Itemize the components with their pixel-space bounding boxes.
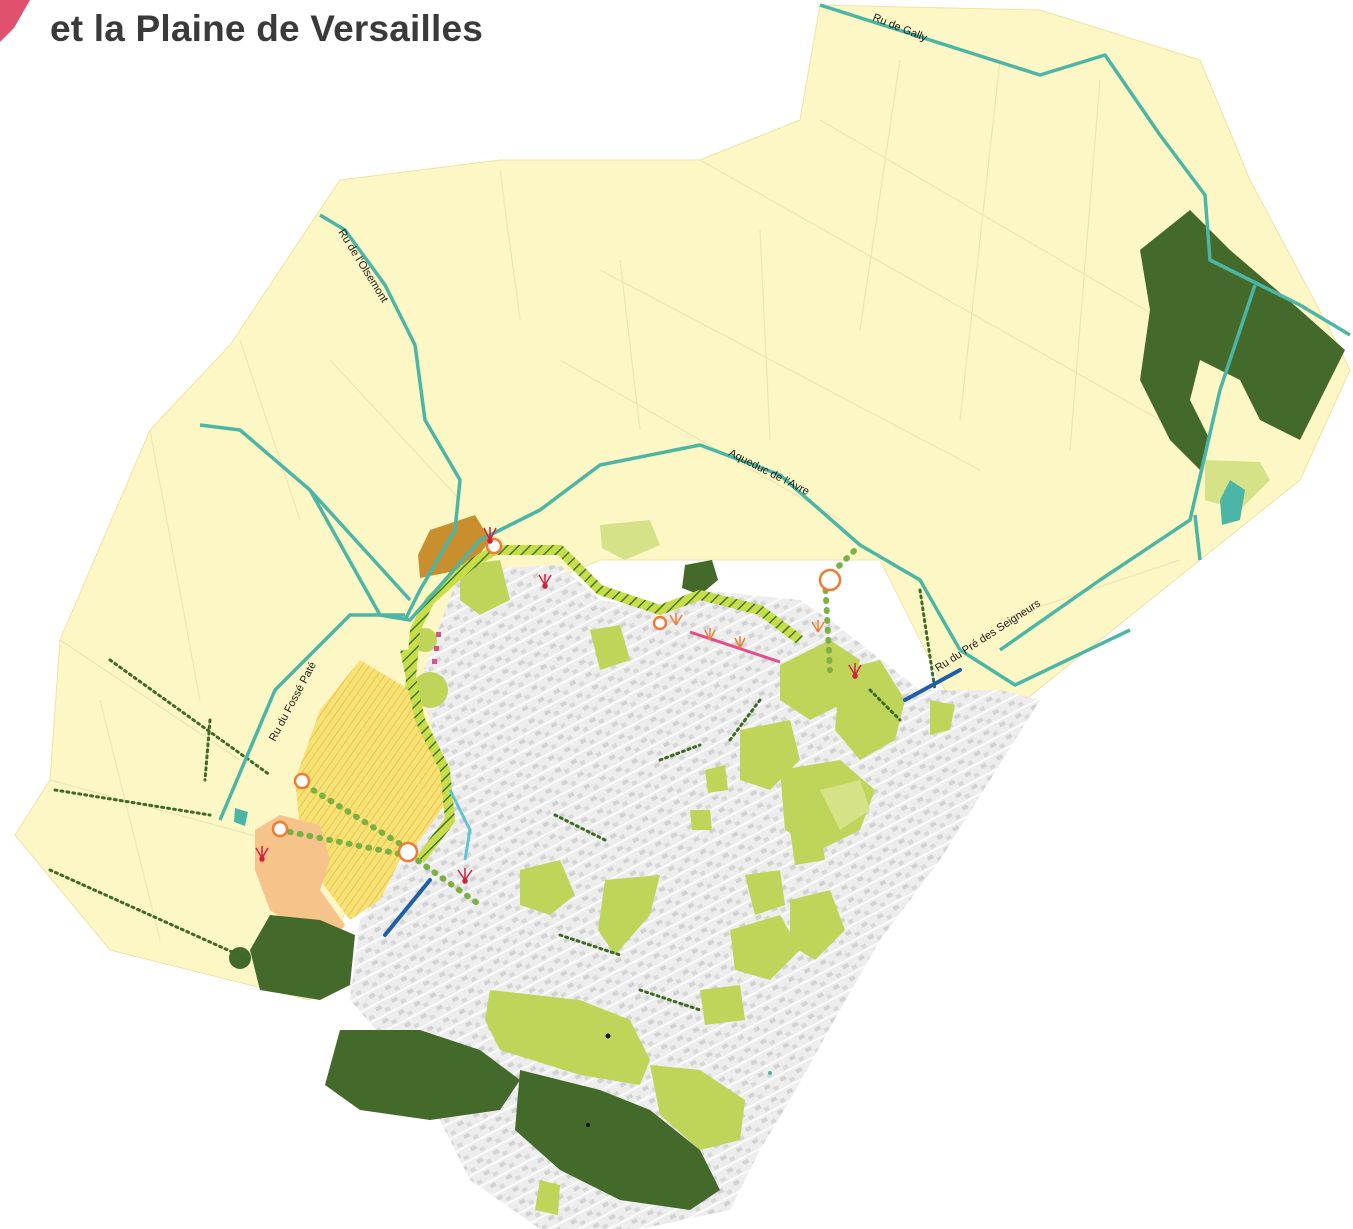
watercourses (199, 3, 1351, 821)
aqueduct-west-spur-line (308, 488, 412, 602)
hedge-belt-west (400, 648, 456, 863)
orange-zone (255, 815, 345, 945)
ru-du-pre-des-seigneurs-line (959, 628, 1131, 687)
ru-de-gally-line (819, 3, 1351, 337)
page-title: et la Plaine de Versailles (50, 8, 484, 49)
title-badge-shape (0, 0, 30, 42)
viewpoint-icon (538, 574, 552, 589)
field-boundaries (49, 59, 1181, 941)
green-spaces (412, 560, 955, 1215)
forest-south-2 (515, 1070, 720, 1210)
gateway-marker (818, 568, 842, 592)
forests (229, 210, 1345, 1210)
small-info-tags (432, 632, 441, 664)
forest-patch-north (682, 560, 718, 595)
pink-axis (689, 630, 781, 664)
gateway-marker (652, 615, 668, 631)
viewpoint-icon (848, 663, 862, 679)
gateway-markers (271, 537, 842, 863)
forest-patch-small (229, 947, 251, 969)
gateway-marker (271, 820, 289, 838)
tree-lines (48, 588, 937, 1012)
ru-southeast-branch-line (1193, 514, 1202, 561)
gateway-marker (293, 772, 311, 790)
pond (1220, 480, 1245, 525)
ru-du-fosse-pate-line (218, 613, 405, 821)
viewpoint-icon (457, 868, 473, 884)
forest-southwest (250, 915, 355, 1000)
forest-northeast (1140, 210, 1345, 470)
piped-watercourses (383, 668, 962, 937)
viewpoint-icons-orange (669, 613, 825, 649)
crop-field (295, 660, 448, 920)
ru-south-link-line (998, 284, 1257, 652)
viewpoint-icon (255, 846, 269, 862)
hedge-belt-north (405, 545, 803, 691)
viewpoint-icons (255, 527, 862, 884)
forest-south-1 (325, 1030, 520, 1120)
viewpoint-icon (483, 527, 497, 544)
stream-blue (448, 789, 472, 861)
pond-west (234, 808, 248, 826)
ru-de-l-olsemont-line (319, 213, 462, 621)
gateway-marker (397, 841, 419, 863)
point-features (586, 1033, 772, 1127)
